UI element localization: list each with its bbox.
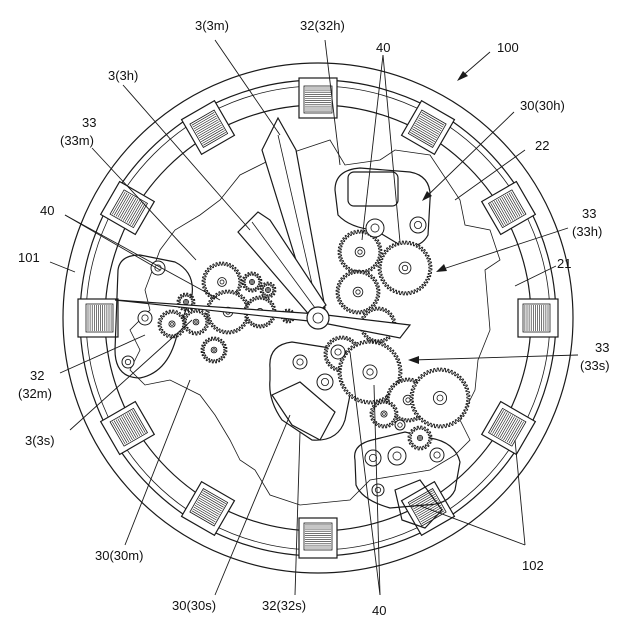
index-block bbox=[299, 518, 337, 558]
label-40-top: 40 bbox=[376, 40, 390, 55]
jewel-screw bbox=[365, 450, 381, 466]
gear bbox=[260, 282, 276, 298]
gear bbox=[378, 241, 432, 295]
label-30s: 30(30s) bbox=[172, 598, 216, 613]
label-33s-a: 33 bbox=[595, 340, 609, 355]
jewel-screw bbox=[372, 484, 384, 496]
jewel-screw bbox=[293, 355, 307, 369]
label-101: 101 bbox=[18, 250, 40, 265]
index-block bbox=[518, 299, 558, 337]
label-33-left: 33 bbox=[82, 115, 96, 130]
label-3h: 3(3h) bbox=[108, 68, 138, 83]
jewel-screw bbox=[430, 448, 444, 462]
label-32m: (32m) bbox=[18, 386, 52, 401]
index-block bbox=[101, 402, 155, 455]
label-40-bottom: 40 bbox=[372, 603, 386, 618]
gear bbox=[410, 368, 470, 428]
index-block bbox=[182, 101, 235, 155]
label-22: 22 bbox=[535, 138, 549, 153]
label-30m: 30(30m) bbox=[95, 548, 143, 563]
index-block bbox=[482, 402, 536, 455]
label-33-right: 33 bbox=[582, 206, 596, 221]
label-3m: 3(3m) bbox=[195, 18, 229, 33]
label-33h: (33h) bbox=[572, 224, 602, 239]
gear bbox=[201, 337, 227, 363]
label-33m: (33m) bbox=[60, 133, 94, 148]
label-3s: 3(3s) bbox=[25, 433, 55, 448]
jewel-screw bbox=[410, 217, 426, 233]
gear bbox=[183, 309, 209, 335]
jewel-screw bbox=[331, 345, 345, 359]
jewel-screw bbox=[366, 219, 384, 237]
label-30h: 30(30h) bbox=[520, 98, 565, 113]
gear bbox=[242, 272, 262, 292]
jewel-screw bbox=[317, 374, 333, 390]
jewel-screw bbox=[138, 311, 152, 325]
index-block bbox=[482, 182, 536, 235]
jewel-screw bbox=[388, 447, 406, 465]
jewel-screw bbox=[122, 356, 134, 368]
index-block bbox=[402, 101, 455, 155]
index-block bbox=[101, 182, 155, 235]
label-32-left: 32 bbox=[30, 368, 44, 383]
index-block bbox=[78, 299, 118, 337]
gear bbox=[336, 270, 380, 314]
gear bbox=[408, 426, 432, 450]
index-block bbox=[182, 482, 235, 536]
label-33s-b: (33s) bbox=[580, 358, 610, 373]
jewel-screw bbox=[395, 420, 405, 430]
gear bbox=[158, 310, 186, 338]
label-32h: 32(32h) bbox=[300, 18, 345, 33]
label-102: 102 bbox=[522, 558, 544, 573]
index-block bbox=[299, 78, 337, 118]
label-40-left: 40 bbox=[40, 203, 54, 218]
label-21: 21 bbox=[557, 256, 571, 271]
label-100: 100 bbox=[497, 40, 519, 55]
label-32s: 32(32s) bbox=[262, 598, 306, 613]
